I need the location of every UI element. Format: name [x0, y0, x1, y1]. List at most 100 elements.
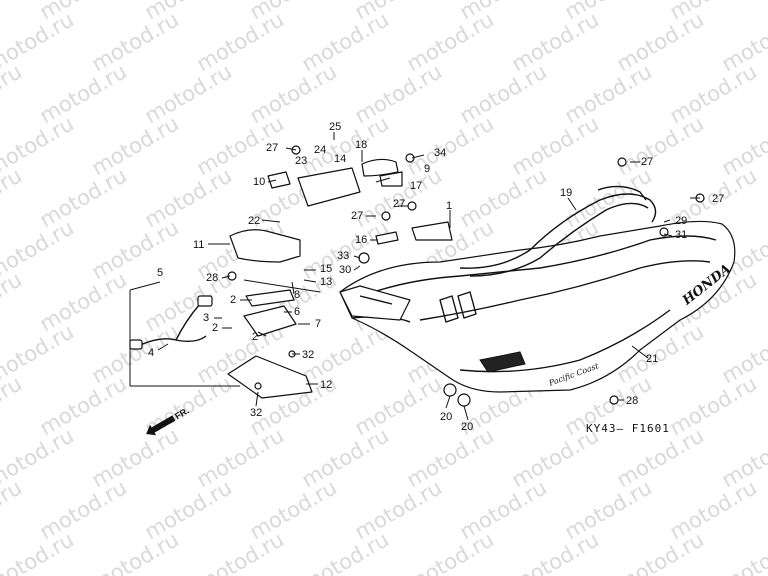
callout-2-c: 2 [252, 331, 258, 343]
watermark-text: motod.ru [141, 163, 236, 232]
side-rail-19 [459, 185, 657, 277]
callout-9: 9 [424, 163, 430, 175]
callout-12: 12 [320, 379, 332, 391]
watermark-text: motod.ru [351, 371, 446, 440]
callout-25: 25 [329, 121, 341, 133]
callout-17: 17 [410, 180, 422, 192]
diagram-code: KY43— F1601 [586, 422, 670, 435]
callout-24: 24 [314, 144, 326, 156]
callout-7: 7 [315, 318, 321, 330]
callout-18: 18 [355, 139, 367, 151]
watermark-text: motod.ru [36, 59, 131, 128]
callout-19: 19 [560, 187, 572, 199]
watermark-text: motod.ru [508, 527, 603, 576]
watermark-text: motod.ru [666, 475, 761, 544]
watermark-text: motod.ru [456, 59, 551, 128]
callout-28-a: 28 [206, 272, 218, 284]
callout-27-e: 27 [351, 210, 363, 222]
watermark-text: motod.ru [456, 163, 551, 232]
callout-5: 5 [157, 267, 163, 279]
watermark-text: motod.ru [0, 59, 26, 128]
watermark-text: motod.ru [0, 475, 26, 544]
watermark-text: motod.ru [0, 163, 26, 232]
callout-29: 29 [675, 215, 687, 227]
callout-27-a: 27 [266, 142, 278, 154]
watermark-text: motod.ru [141, 267, 236, 336]
watermark-text: motod.ru [141, 475, 236, 544]
callout-34: 34 [434, 147, 446, 159]
watermark-text: motod.ru [298, 423, 393, 492]
callout-23: 23 [295, 155, 307, 167]
watermark-text: motod.ru [88, 423, 183, 492]
lid-frame-6-7 [243, 289, 297, 337]
watermark-text: motod.ru [193, 7, 288, 76]
lid-14 [297, 167, 361, 207]
watermark-text: motod.ru [88, 7, 183, 76]
watermark-text: motod.ru [718, 527, 768, 576]
watermark-text: motod.ru [666, 371, 761, 440]
callout-6: 6 [294, 306, 300, 318]
watermark-text: motod.ru [246, 475, 341, 544]
callout-11: 11 [193, 239, 204, 251]
harness-4-5 [129, 295, 213, 350]
callout-13: 13 [320, 276, 332, 288]
callout-22: 22 [248, 215, 260, 227]
callout-27-b: 27 [641, 156, 653, 168]
watermark-text: motod.ru [298, 7, 393, 76]
callout-31: 31 [675, 229, 687, 241]
watermark-text: motod.ru [0, 267, 26, 336]
callout-20-a: 20 [440, 411, 452, 423]
watermark-text: motod.ru [613, 7, 708, 76]
leader-lines [157, 132, 700, 421]
watermark-text: motod.ru [36, 371, 131, 440]
callout-2-b: 2 [212, 322, 218, 334]
hardware [227, 145, 705, 407]
watermark-text: motod.ru [403, 527, 498, 576]
callout-27-d: 27 [393, 198, 405, 210]
watermark-text: motod.ru [36, 267, 131, 336]
watermark-text: motod.ru [403, 423, 498, 492]
callout-16: 16 [355, 234, 367, 246]
center-panel [339, 285, 411, 321]
watermark-text: motod.ru [508, 111, 603, 180]
callout-33: 33 [337, 250, 349, 262]
callout-27-c: 27 [712, 193, 724, 205]
watermark-text: motod.ru [88, 527, 183, 576]
watermark-text: motod.ru [88, 215, 183, 284]
callout-32-a: 32 [302, 349, 314, 361]
watermark-text: motod.ru [36, 163, 131, 232]
watermark-text: motod.ru [456, 475, 551, 544]
bracket-11 [229, 229, 301, 263]
callout-15: 15 [320, 263, 332, 275]
callout-21: 21 [646, 353, 658, 365]
watermark-text: motod.ru [0, 0, 26, 24]
watermark-text: motod.ru [508, 7, 603, 76]
callout-4: 4 [148, 347, 154, 359]
callout-labels: 25 24 18 27 23 14 34 9 10 17 27 19 27 27… [148, 121, 724, 433]
callout-20-b: 20 [461, 421, 473, 433]
watermark-text: motod.ru [561, 475, 656, 544]
watermark-text: motod.ru [403, 7, 498, 76]
watermark-text: motod.ru [298, 527, 393, 576]
watermark-text: motod.ru [88, 111, 183, 180]
watermark-text: motod.ru [36, 475, 131, 544]
watermark-text: motod.ru [193, 423, 288, 492]
watermark-text: motod.ru [0, 371, 26, 440]
watermark-text: motod.ru [0, 527, 78, 576]
watermark-text: motod.ru [561, 163, 656, 232]
watermark-text: motod.ru [193, 527, 288, 576]
callout-28-b: 28 [626, 395, 638, 407]
watermark-text: motod.ru [351, 59, 446, 128]
watermark-text: motod.ru [403, 111, 498, 180]
watermark-text: motod.ru [613, 527, 708, 576]
cover-18 [361, 158, 399, 177]
callout-2-a: 2 [230, 294, 236, 306]
watermark-text: motod.ru [351, 475, 446, 544]
watermark-text: motod.ru [88, 319, 183, 388]
watermark-text: motod.ru [141, 59, 236, 128]
watermark-text: motod.ru [246, 59, 341, 128]
callout-14: 14 [334, 153, 346, 165]
callout-30: 30 [339, 264, 351, 276]
callout-10: 10 [253, 176, 265, 188]
